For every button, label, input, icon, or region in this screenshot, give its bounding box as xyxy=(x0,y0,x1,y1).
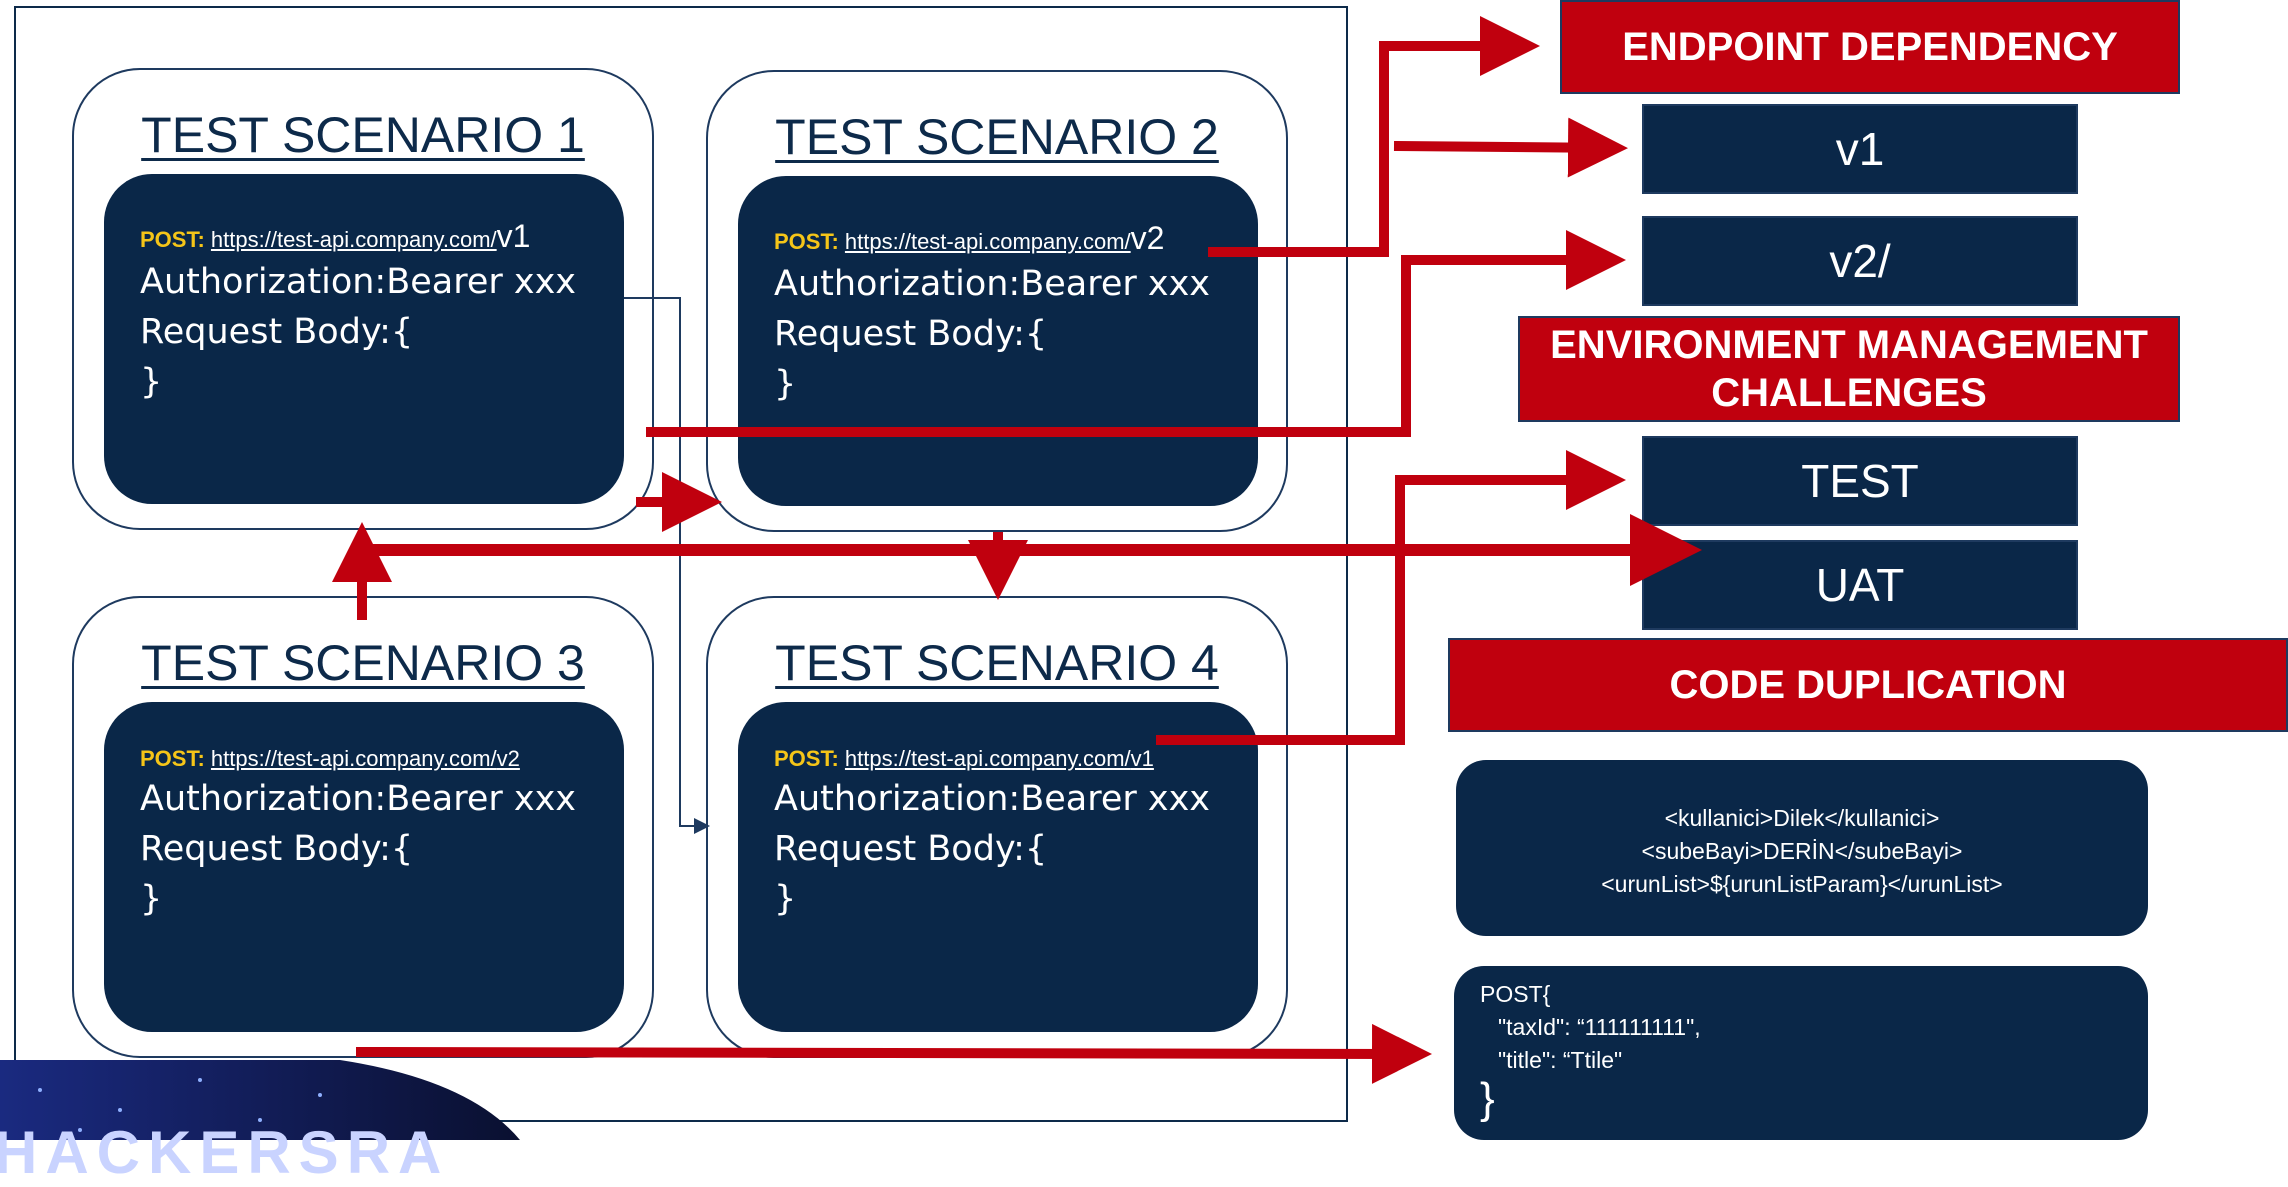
endpoint-version: v1 xyxy=(1130,746,1154,771)
request-body-close: } xyxy=(774,364,797,404)
scenario-title: TEST SCENARIO 4 xyxy=(775,635,1219,691)
to-json-snippet-arrow xyxy=(355,1023,1432,1084)
scenario-title: TEST SCENARIO 1 xyxy=(141,107,585,163)
json-close: } xyxy=(1480,1074,1495,1123)
to-v1-arrow xyxy=(1393,117,1628,178)
endpoint-version: v1 xyxy=(496,218,531,254)
endpoint-url[interactable]: https://test-api.company.com/ xyxy=(210,227,497,252)
diagram-frame xyxy=(14,6,1348,1122)
to-v2-arrow xyxy=(646,230,1626,437)
environment-label-line2: CHALLENGES xyxy=(1711,371,1987,415)
request-body-close: } xyxy=(774,879,797,919)
endpoint-dependency-label: ENDPOINT DEPENDENCY xyxy=(1560,0,2180,94)
request-body-open: Request Body:{ xyxy=(774,314,1048,354)
xml-line: <subeBayi>DERİN</subeBayi> xyxy=(1641,838,1963,864)
http-method: POST: xyxy=(140,746,205,771)
v1-box: v1 xyxy=(1642,104,2078,194)
test-scenario-4: TEST SCENARIO 4 POST: https://test-api.c… xyxy=(706,596,1288,1058)
xml-line: <urunList>${urunListParam}</urunList> xyxy=(1601,871,2003,897)
request-line: POST: https://test-api.company.com/v2 xyxy=(774,220,1258,257)
v2-box: v2/ xyxy=(1642,216,2078,306)
request-card: POST: https://test-api.company.com/v2 Au… xyxy=(104,702,624,1032)
auth-header: Authorization:Bearer xxx xyxy=(140,262,577,302)
to-test-arrow xyxy=(1156,450,1626,745)
auth-header: Authorization:Bearer xxx xyxy=(774,779,1211,819)
test-scenario-3: TEST SCENARIO 3 POST: https://test-api.c… xyxy=(72,596,654,1058)
auth-header: Authorization:Bearer xxx xyxy=(774,264,1211,304)
environment-management-label: ENVIRONMENT MANAGEMENT CHALLENGES xyxy=(1518,316,2180,422)
endpoint-url[interactable]: https://test-api.company.com/ xyxy=(844,229,1131,254)
request-body-close: } xyxy=(140,879,163,919)
http-method: POST: xyxy=(140,227,205,252)
json-line: "taxId": “111111111", xyxy=(1498,1014,1701,1040)
request-card: POST: https://test-api.company.com/v1 Au… xyxy=(738,702,1258,1032)
xml-line: <kullanici>Dilek</kullanici> xyxy=(1664,805,1940,831)
environment-label-line1: ENVIRONMENT MANAGEMENT xyxy=(1550,323,2148,367)
auth-header: Authorization:Bearer xxx xyxy=(140,779,577,819)
http-method: POST: xyxy=(774,229,839,254)
endpoint-url[interactable]: https://test-api.company.com/ xyxy=(210,746,497,771)
connector-arrows xyxy=(332,16,1702,1084)
request-card: POST: https://test-api.company.com/v2 Au… xyxy=(738,176,1258,506)
scenario-title: TEST SCENARIO 3 xyxy=(141,635,585,691)
request-line: POST: https://test-api.company.com/v1 xyxy=(774,746,1258,772)
test-scenario-2: TEST SCENARIO 2 POST: https://test-api.c… xyxy=(706,70,1288,532)
request-line: POST: https://test-api.company.com/v1 xyxy=(140,218,624,255)
request-card: POST: https://test-api.company.com/v1 Au… xyxy=(104,174,624,504)
to-endpoint-dependency-arrow xyxy=(1208,16,1540,257)
request-body-open: Request Body:{ xyxy=(140,829,414,869)
endpoint-version: v2 xyxy=(496,746,520,771)
request-body-open: Request Body:{ xyxy=(774,829,1048,869)
xml-snippet: <kullanici>Dilek</kullanici> <subeBayi>D… xyxy=(1456,760,2148,936)
uat-env-box: UAT xyxy=(1642,540,2078,630)
scenario-title: TEST SCENARIO 2 xyxy=(775,109,1219,165)
logo-background xyxy=(0,1060,540,1140)
test-env-box: TEST xyxy=(1642,436,2078,526)
json-snippet: POST{ "taxId": “111111111", "title": “Tt… xyxy=(1454,966,2148,1140)
http-method: POST: xyxy=(774,746,839,771)
logo-swoosh xyxy=(0,1060,520,1140)
endpoint-version: v2 xyxy=(1130,220,1165,256)
scenario1-to-scenario4-connector xyxy=(624,297,710,834)
json-line: "title": “Ttile" xyxy=(1498,1047,1623,1073)
endpoint-url[interactable]: https://test-api.company.com/ xyxy=(844,746,1131,771)
code-duplication-label: CODE DUPLICATION xyxy=(1448,638,2288,732)
json-open: POST{ xyxy=(1480,981,1551,1007)
request-line: POST: https://test-api.company.com/v2 xyxy=(140,746,624,772)
request-body-close: } xyxy=(140,362,163,402)
request-body-open: Request Body:{ xyxy=(140,312,414,352)
